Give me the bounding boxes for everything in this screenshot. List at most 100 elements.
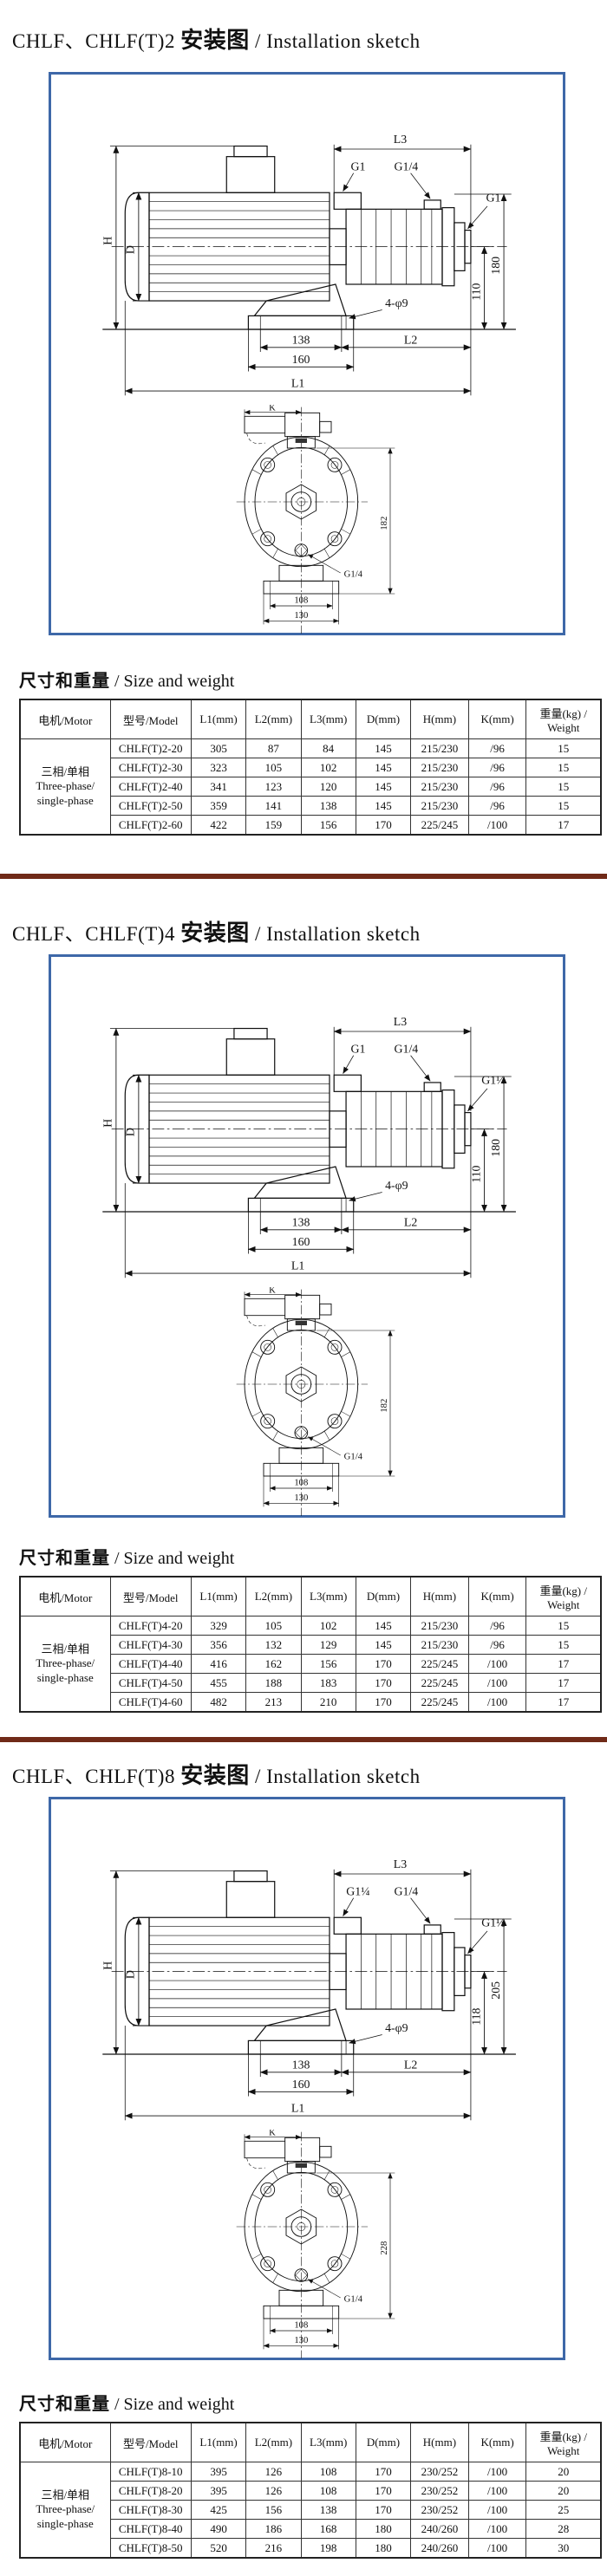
dim-label-inlet-thread: G1 bbox=[350, 1042, 365, 1055]
base-plate bbox=[263, 580, 340, 595]
pump-outline bbox=[244, 2137, 359, 2319]
value-cell: 87 bbox=[245, 738, 302, 758]
value-cell: /96 bbox=[467, 738, 527, 758]
value-cell: 15 bbox=[525, 1616, 602, 1636]
value-cell: 145 bbox=[355, 1635, 412, 1655]
value-cell: 17 bbox=[525, 1654, 602, 1674]
section-chlf8: CHLF、CHLF(T)8 安装图 / Installation sketch bbox=[0, 1742, 607, 2559]
dimensions: H D L3 G1¼ G1/4 G1½ 205 118 4-φ9 138 bbox=[101, 1857, 512, 2121]
value-cell: 30 bbox=[525, 2538, 602, 2559]
dim-label-drain-thread: G1/4 bbox=[344, 569, 363, 579]
value-cell: 395 bbox=[190, 2481, 247, 2501]
stage-lines bbox=[361, 1934, 433, 2009]
model-cell: CHLF(T)4-30 bbox=[109, 1635, 192, 1655]
value-cell: 84 bbox=[300, 738, 356, 758]
value-cell: 170 bbox=[355, 815, 412, 836]
vent-port bbox=[423, 1924, 441, 1935]
value-cell: 28 bbox=[525, 2519, 602, 2539]
value-cell: 170 bbox=[355, 2500, 412, 2520]
model-cell: CHLF(T)8-30 bbox=[109, 2500, 192, 2520]
size-weight-heading: 尺寸和重量 / Size and weight bbox=[19, 2390, 607, 2415]
dim-label-inlet-thread: G1 bbox=[350, 159, 365, 172]
model-cell: CHLF(T)8-40 bbox=[109, 2519, 192, 2539]
column-header: L2(mm) bbox=[245, 2422, 302, 2462]
stage-lines bbox=[361, 1091, 433, 1167]
dim-label-base-outer: 130 bbox=[294, 1493, 308, 1503]
value-cell: 145 bbox=[355, 738, 412, 758]
dim-label-base-inner: 108 bbox=[294, 2320, 308, 2330]
model-cell: CHLF(T)2-20 bbox=[109, 738, 192, 758]
model-cell: CHLF(T)8-50 bbox=[109, 2538, 192, 2559]
column-header: D(mm) bbox=[355, 699, 412, 739]
pump-side-view: H D L3 G1¼ G1/4 G1½ 205 118 4-φ9 138 bbox=[101, 1857, 516, 2121]
size-heading-en: / Size and weight bbox=[110, 2395, 235, 2414]
bottom-margin bbox=[0, 2559, 607, 2576]
terminal-box bbox=[225, 1038, 276, 1076]
title-en: / Installation sketch bbox=[249, 1766, 421, 1787]
dim-label-drain-thread: G1/4 bbox=[344, 2294, 363, 2304]
dim-label-axis-height: 110 bbox=[469, 283, 482, 300]
pump-side-view: H D L3 G1 G1/4 G1¼ 180 110 4-φ9 138 bbox=[101, 1015, 516, 1278]
value-cell: 422 bbox=[190, 815, 247, 836]
title-cn: 安装图 bbox=[180, 1763, 250, 1788]
value-cell: /96 bbox=[467, 1616, 527, 1636]
dim-label-base-outer: 160 bbox=[292, 2078, 310, 2091]
model-cell: CHLF(T)8-20 bbox=[109, 2481, 192, 2501]
column-header: H(mm) bbox=[410, 699, 469, 739]
value-cell: 329 bbox=[190, 1616, 247, 1636]
column-header: K(mm) bbox=[467, 2422, 527, 2462]
column-header: 重量(kg) / Weight bbox=[525, 699, 602, 739]
bolts bbox=[260, 457, 343, 546]
title-cn: 安装图 bbox=[180, 28, 250, 53]
dim-label-l3: L3 bbox=[394, 1015, 407, 1028]
value-cell: 240/260 bbox=[410, 2538, 469, 2559]
terminal-box bbox=[284, 412, 321, 437]
value-cell: 108 bbox=[300, 2462, 356, 2482]
value-cell: 490 bbox=[190, 2519, 247, 2539]
motor-fins bbox=[149, 1926, 330, 2018]
value-cell: /100 bbox=[467, 2462, 527, 2482]
section-title: CHLF、CHLF(T)8 安装图 / Installation sketch bbox=[0, 1742, 607, 1790]
suction-port bbox=[244, 415, 285, 433]
column-header: H(mm) bbox=[410, 2422, 469, 2462]
column-header: D(mm) bbox=[355, 2422, 412, 2462]
bolts bbox=[260, 1339, 343, 1428]
title-cn: 安装图 bbox=[180, 920, 250, 946]
value-cell: 323 bbox=[190, 758, 247, 777]
dim-label-l1: L1 bbox=[291, 2102, 304, 2115]
conduit-stub bbox=[319, 1303, 332, 1316]
bolts bbox=[260, 2182, 343, 2271]
column-header: 电机/Motor bbox=[19, 1576, 111, 1617]
dim-label-k: K bbox=[269, 1287, 276, 1296]
side-view-drawing: H D L3 G1 G1/4 G1 180 110 4-φ9 138 bbox=[82, 81, 532, 405]
base-plate bbox=[263, 1462, 340, 1477]
inlet-port bbox=[333, 1916, 362, 1935]
dim-label-base-inner: 138 bbox=[292, 2058, 310, 2071]
foot-support bbox=[253, 283, 347, 316]
pump-outline bbox=[244, 1294, 359, 1477]
dim-label-l2: L2 bbox=[404, 333, 417, 346]
section-chlf4: CHLF、CHLF(T)4 安装图 / Installation sketch bbox=[0, 879, 607, 1713]
value-cell: 15 bbox=[525, 777, 602, 797]
column-header: 型号/Model bbox=[109, 1576, 192, 1617]
value-cell: /100 bbox=[467, 1673, 527, 1693]
installation-drawing-box: H D L3 G1 G1/4 G1 180 110 4-φ9 138 bbox=[49, 72, 565, 635]
value-cell: 132 bbox=[245, 1635, 302, 1655]
terminal-box bbox=[225, 156, 276, 193]
dim-label-l1: L1 bbox=[291, 377, 304, 390]
column-header: L3(mm) bbox=[300, 1576, 356, 1617]
column-header: L2(mm) bbox=[245, 699, 302, 739]
value-cell: /100 bbox=[467, 2519, 527, 2539]
nameplate-mark bbox=[295, 1320, 307, 1325]
column-header: K(mm) bbox=[467, 1576, 527, 1617]
column-header: 重量(kg) / Weight bbox=[525, 2422, 602, 2462]
value-cell: 156 bbox=[245, 2500, 302, 2520]
